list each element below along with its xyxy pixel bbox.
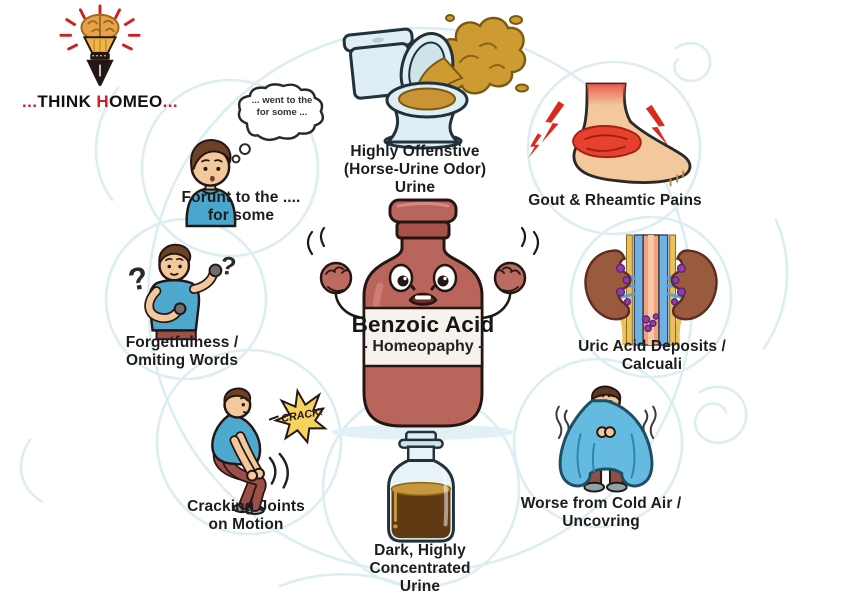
knee-crack-arcs	[268, 452, 289, 489]
bottle-label	[362, 306, 484, 368]
gout-caption: Gout & Rheamtic Pains	[528, 192, 702, 209]
crack-starburst	[272, 387, 328, 445]
gout-foot-illustration	[528, 82, 692, 187]
cold-air-caption: Worse from Cold Air / Uncovring	[520, 495, 682, 530]
logo-h: H	[96, 92, 110, 111]
memory-lapse-illustration	[185, 83, 325, 228]
brain-pen-bulb-icon	[59, 4, 141, 87]
forgetfulness-illustration: ? ?	[125, 243, 238, 341]
uric-acid-caption: Uric Acid Deposits / Calcuali	[578, 338, 726, 373]
dark-urine-liquid	[391, 489, 451, 539]
dark-urine-caption: Dark, Highly Concentrated Urine	[369, 542, 471, 595]
uric-acid-kidneys-illustration	[584, 234, 718, 346]
thought-bubble-text: ... went to the for some ...	[251, 95, 313, 119]
cold-air-illustration	[555, 385, 657, 493]
benzoic-acid-bottle: Benzoic Acid - Homeopaphy -	[298, 196, 548, 441]
bottle-title: Benzoic Acid	[351, 312, 495, 337]
blanket	[558, 399, 654, 488]
memory-lapse-caption: Forunt to the .... for some	[181, 189, 301, 224]
bottle-subtitle: - Homeopaphy -	[362, 338, 484, 355]
logo-omeo: OMEO	[109, 92, 163, 111]
question-mark-left: ?	[125, 260, 151, 298]
forgetfulness-caption: Forgetfulness / Omiting Words	[125, 334, 239, 369]
cracking-joints-illustration: CRACK!	[211, 387, 328, 516]
right-fist	[493, 261, 527, 295]
right-kidney	[670, 249, 718, 321]
pain-lightning-bolts	[528, 101, 669, 159]
offensive-urine-illustration	[342, 14, 529, 150]
cracking-joints-caption: Cracking Joints on Motion	[187, 498, 305, 533]
left-fist	[319, 261, 353, 295]
logo-wordmark: ...THINK HOMEO...	[10, 92, 190, 112]
offensive-urine-caption: Highly Offenstive (Horse-Urine Odor) Uri…	[343, 143, 487, 196]
question-mark-right: ?	[219, 252, 238, 282]
bottle-character-illustration	[306, 198, 540, 440]
logo-dots-right: ...	[162, 92, 179, 111]
logo-dots-left: ...	[21, 92, 38, 111]
logo-think: THINK	[37, 92, 97, 111]
think-homeo-logo: ...THINK HOMEO...	[10, 4, 190, 116]
dark-urine-vial-illustration	[387, 430, 455, 543]
uric-acid-crystals	[615, 263, 687, 333]
inflamed-ankle-band	[572, 125, 642, 159]
left-kidney	[584, 249, 632, 321]
thought-bubble	[237, 83, 325, 142]
